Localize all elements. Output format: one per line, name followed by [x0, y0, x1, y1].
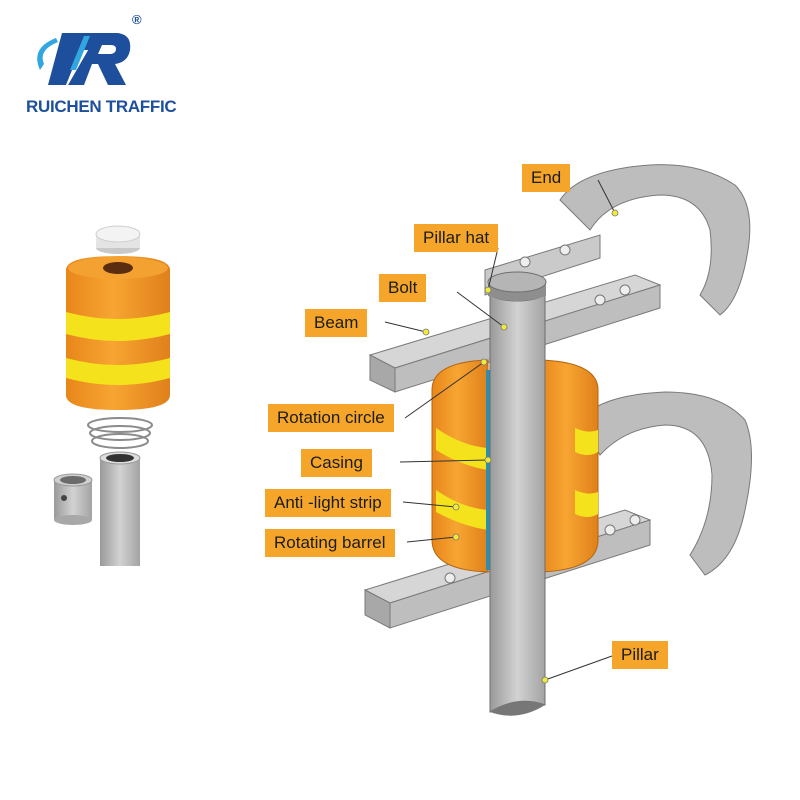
registered-mark: ® [132, 12, 142, 27]
label-anti-light-strip: Anti -light strip [265, 489, 391, 517]
exploded-sleeve-icon [53, 473, 93, 525]
label-pillar-hat: Pillar hat [414, 224, 499, 252]
lower-end-plate [579, 391, 752, 576]
pillar [488, 282, 546, 716]
exploded-rings-icon [87, 417, 153, 449]
exploded-parts [53, 225, 170, 566]
leader-dots [422, 209, 619, 684]
label-casing: Casing [301, 449, 372, 477]
label-end: End [522, 164, 571, 192]
rotating-barrel-assembly [431, 359, 599, 573]
upper-end-plate [559, 164, 751, 316]
logo-mark-icon [37, 33, 131, 85]
exploded-pillar-icon [99, 451, 141, 566]
leader-lines [384, 179, 616, 681]
label-beam: Beam [305, 309, 368, 337]
exploded-barrel-icon [66, 256, 170, 410]
label-pillar: Pillar [612, 641, 668, 669]
brand-name: RUICHEN TRAFFIC [26, 97, 177, 116]
label-rotating-barrel: Rotating barrel [265, 529, 395, 557]
exploded-cap-icon [95, 225, 141, 254]
label-rotation-circle: Rotation circle [268, 404, 394, 432]
pillar-hat [487, 271, 547, 301]
assembled-barrier [363, 164, 752, 716]
label-bolt: Bolt [379, 274, 427, 302]
